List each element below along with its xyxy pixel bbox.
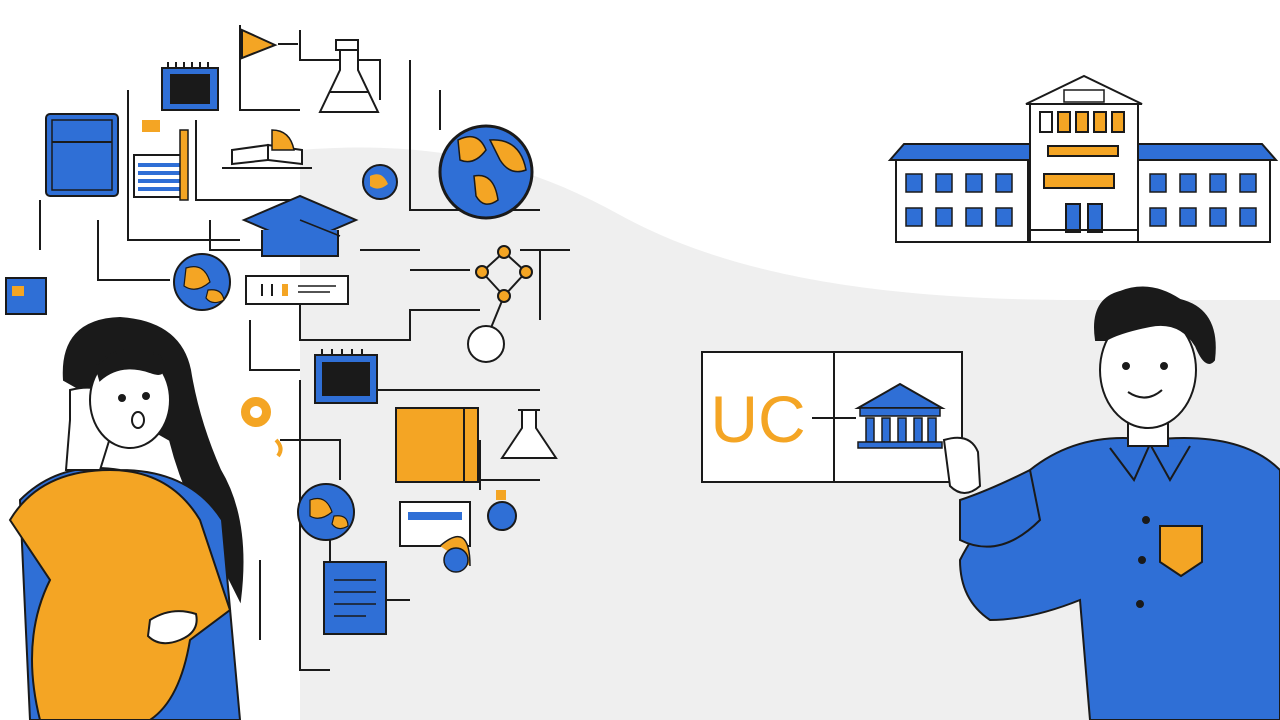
uc-sign-text: UC: [710, 382, 805, 456]
robot-icon: [487, 490, 517, 531]
man-figure: [942, 286, 1280, 720]
microchip-icon: [161, 62, 219, 111]
book-icon: [395, 407, 479, 483]
notebook-icon: [133, 120, 189, 201]
lightbulb-icon: [239, 395, 283, 458]
document-icon: [323, 561, 387, 635]
woman-figure: [8, 316, 244, 720]
laptop-icon: [399, 501, 471, 573]
uc-sign: UC: [701, 351, 963, 483]
globe-icon: [362, 164, 398, 200]
globe-icon: [297, 483, 355, 541]
graduation-cap-icon: [241, 194, 359, 257]
open-book-icon: [222, 129, 312, 169]
book-icon: [45, 113, 119, 197]
flask-icon: [318, 39, 380, 113]
gadget-icon: [5, 277, 47, 315]
label-box: [245, 275, 349, 305]
flask-icon: [500, 409, 558, 459]
globe-icon: [438, 124, 534, 220]
molecule-icon: [467, 245, 533, 363]
globe-icon: [173, 253, 231, 311]
flag-icon: [239, 25, 298, 70]
microchip-icon: [314, 349, 378, 404]
university-building: [887, 74, 1279, 243]
museum-icon: [854, 382, 946, 449]
